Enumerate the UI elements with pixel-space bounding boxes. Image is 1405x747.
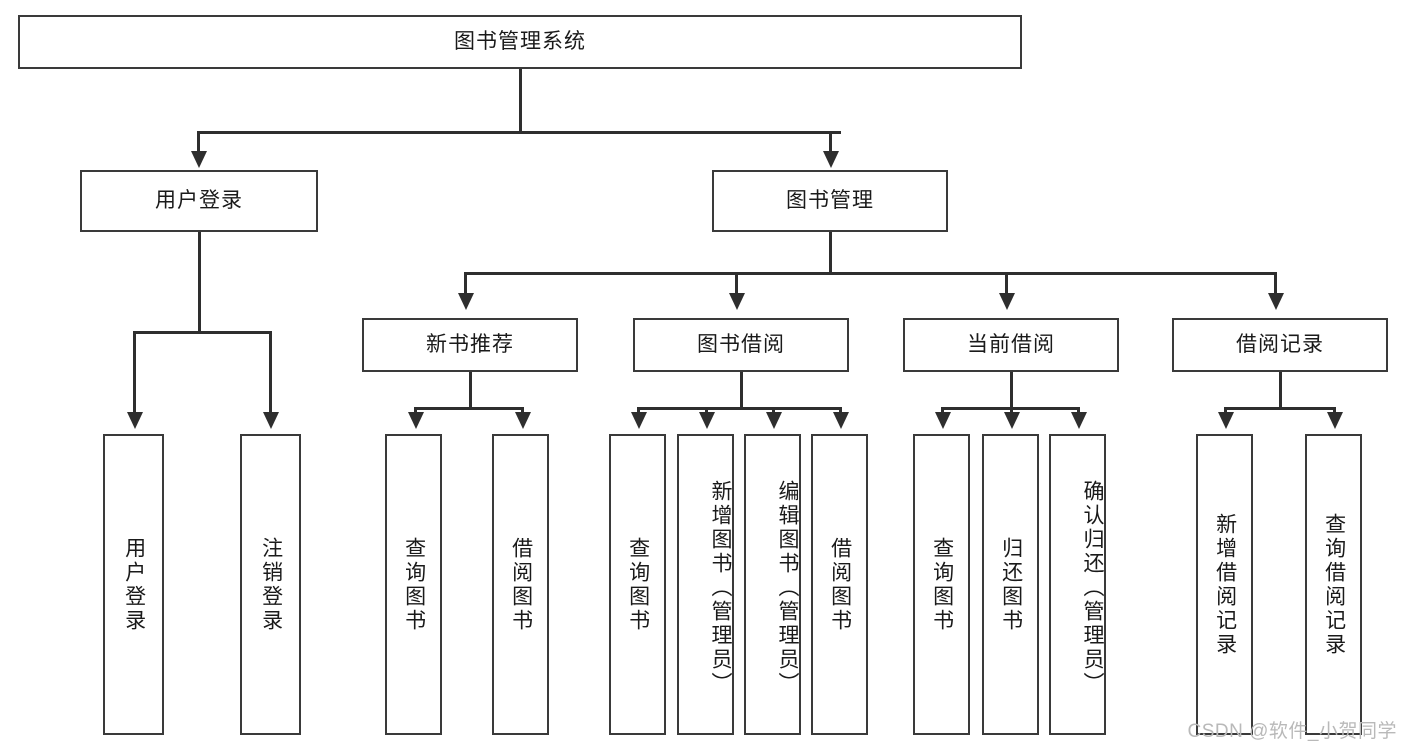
connector-current-borrow-stem — [1009, 372, 1013, 410]
connector-new-book-drop-1 — [414, 407, 417, 415]
connector-level2-bar — [197, 131, 841, 134]
node-label: 新书推荐 — [426, 332, 514, 356]
node-label: 当前借阅 — [967, 332, 1055, 356]
node-label: 新增图书（管理员） — [709, 479, 732, 696]
node-label: 确认归还（管理员） — [1081, 479, 1104, 696]
connector-book-borrow-drop-2 — [705, 407, 708, 415]
arrow-to-book-borrow — [728, 293, 745, 310]
arrow-to-leaf-borrow-book-1 — [514, 412, 531, 429]
node-label: 新增借阅记录 — [1213, 512, 1237, 657]
leaf-query-book-current[interactable]: 查询图书 — [913, 434, 970, 735]
connector-user-login-drop-1 — [133, 331, 136, 414]
arrow-to-leaf-query-borrow-record — [1326, 412, 1343, 429]
node-label: 借阅图书 — [509, 536, 533, 633]
arrow-to-leaf-query-book-2 — [630, 412, 647, 429]
node-root-book-management-system[interactable]: 图书管理系统 — [18, 15, 1022, 69]
connector-level3-drop-book-borrow — [735, 272, 738, 295]
node-label: 编辑图书（管理员） — [776, 479, 799, 696]
arrow-to-leaf-query-book-1 — [407, 412, 424, 429]
arrow-to-leaf-add-book — [698, 412, 715, 429]
node-borrow-record[interactable]: 借阅记录 — [1172, 318, 1388, 372]
node-label: 图书借阅 — [697, 332, 785, 356]
connector-level3-drop-current-borrow — [1005, 272, 1008, 295]
leaf-add-borrow-record[interactable]: 新增借阅记录 — [1196, 434, 1253, 735]
leaf-borrow-book[interactable]: 借阅图书 — [811, 434, 868, 735]
node-current-borrow[interactable]: 当前借阅 — [903, 318, 1119, 372]
connector-root-stem — [518, 69, 522, 133]
node-label: 归还图书 — [999, 536, 1023, 633]
connector-new-book-bar — [414, 407, 524, 410]
leaf-return-book[interactable]: 归还图书 — [982, 434, 1039, 735]
leaf-query-book-borrow[interactable]: 查询图书 — [609, 434, 666, 735]
leaf-logout[interactable]: 注销登录 — [240, 434, 301, 735]
leaf-confirm-return-admin[interactable]: 确认归还（管理员） — [1049, 434, 1106, 735]
connector-user-login-drop-2 — [269, 331, 272, 414]
arrow-to-leaf-edit-book — [765, 412, 782, 429]
watermark-text: CSDN @软件_小贺同学 — [1187, 721, 1397, 742]
connector-level3-drop-new-book — [464, 272, 467, 295]
arrow-to-book-management — [822, 151, 839, 168]
node-label: 图书管理 — [786, 188, 874, 212]
connector-current-borrow-drop-2 — [1010, 407, 1013, 415]
node-book-management[interactable]: 图书管理 — [712, 170, 948, 232]
arrow-to-leaf-return-book — [1003, 412, 1020, 429]
connector-user-login-bar — [133, 331, 269, 334]
node-label: 查询图书 — [402, 536, 426, 633]
connector-book-borrow-drop-4 — [839, 407, 842, 415]
node-label: 图书管理系统 — [454, 29, 586, 53]
connector-current-borrow-drop-3 — [1077, 407, 1080, 415]
arrow-to-current-borrow — [998, 293, 1015, 310]
connector-new-book-stem — [468, 372, 472, 410]
connector-book-borrow-drop-3 — [772, 407, 775, 415]
connector-book-management-stem — [828, 232, 832, 274]
connector-book-borrow-stem — [739, 372, 743, 410]
node-label: 注销登录 — [259, 536, 283, 633]
node-book-borrow[interactable]: 图书借阅 — [633, 318, 849, 372]
node-new-book-recommend[interactable]: 新书推荐 — [362, 318, 578, 372]
connector-current-borrow-drop-1 — [941, 407, 944, 415]
arrow-to-leaf-add-borrow-record — [1217, 412, 1234, 429]
leaf-edit-book-admin[interactable]: 编辑图书（管理员） — [744, 434, 801, 735]
arrow-to-leaf-user-login — [126, 412, 143, 429]
leaf-borrow-book-recommend[interactable]: 借阅图书 — [492, 434, 549, 735]
arrow-to-user-login — [190, 151, 207, 168]
connector-user-login-stem — [197, 232, 201, 333]
leaf-query-borrow-record[interactable]: 查询借阅记录 — [1305, 434, 1362, 735]
connector-borrow-record-drop-1 — [1224, 407, 1227, 415]
arrow-to-leaf-borrow-book-2 — [832, 412, 849, 429]
node-label: 用户登录 — [122, 536, 146, 633]
connector-book-borrow-drop-1 — [637, 407, 640, 415]
arrow-to-leaf-confirm-return — [1070, 412, 1087, 429]
connector-book-borrow-bar — [637, 407, 842, 410]
arrow-to-leaf-query-book-3 — [934, 412, 951, 429]
leaf-query-book-recommend[interactable]: 查询图书 — [385, 434, 442, 735]
connector-level2-drop-book-management — [829, 131, 832, 153]
node-label: 借阅图书 — [828, 536, 852, 633]
node-user-login[interactable]: 用户登录 — [80, 170, 318, 232]
arrow-to-leaf-logout — [262, 412, 279, 429]
connector-borrow-record-bar — [1224, 407, 1336, 410]
connector-new-book-drop-2 — [521, 407, 524, 415]
arrow-to-new-book-recommend — [457, 293, 474, 310]
node-label: 查询图书 — [626, 536, 650, 633]
connector-level3-drop-borrow-record — [1274, 272, 1277, 295]
connector-borrow-record-stem — [1278, 372, 1282, 410]
connector-borrow-record-drop-2 — [1333, 407, 1336, 415]
node-label: 用户登录 — [155, 188, 243, 212]
leaf-add-book-admin[interactable]: 新增图书（管理员） — [677, 434, 734, 735]
node-label: 查询图书 — [930, 536, 954, 633]
node-label: 借阅记录 — [1236, 332, 1324, 356]
leaf-user-login[interactable]: 用户登录 — [103, 434, 164, 735]
connector-level3-bar — [464, 272, 1277, 275]
node-label: 查询借阅记录 — [1322, 512, 1346, 657]
connector-level2-drop-user-login — [197, 131, 200, 153]
arrow-to-borrow-record — [1267, 293, 1284, 310]
